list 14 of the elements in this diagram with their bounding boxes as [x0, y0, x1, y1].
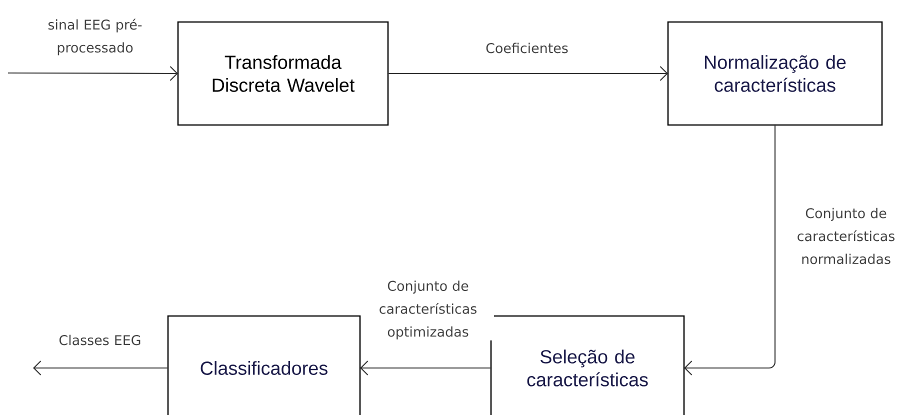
process-box: Normalização de características — [667, 21, 883, 126]
arrow — [684, 125, 776, 376]
arrow — [388, 66, 668, 81]
arrow — [33, 360, 168, 376]
edge-label: Conjunto de características optimizadas — [380, 280, 476, 340]
edge-label: Conjunto de características normalizadas — [798, 208, 895, 264]
process-box: Classificadores — [167, 315, 361, 415]
edge-label: Coeficientes — [486, 42, 568, 54]
process-box: Seleção de características — [490, 315, 685, 415]
edge-label: sinal EEG pré-processado — [48, 18, 142, 56]
arrow — [8, 66, 178, 81]
process-box: Transformada Discreta Wavelet — [177, 21, 389, 126]
arrow — [360, 360, 491, 376]
edge-label: Classes EEG — [59, 334, 140, 346]
